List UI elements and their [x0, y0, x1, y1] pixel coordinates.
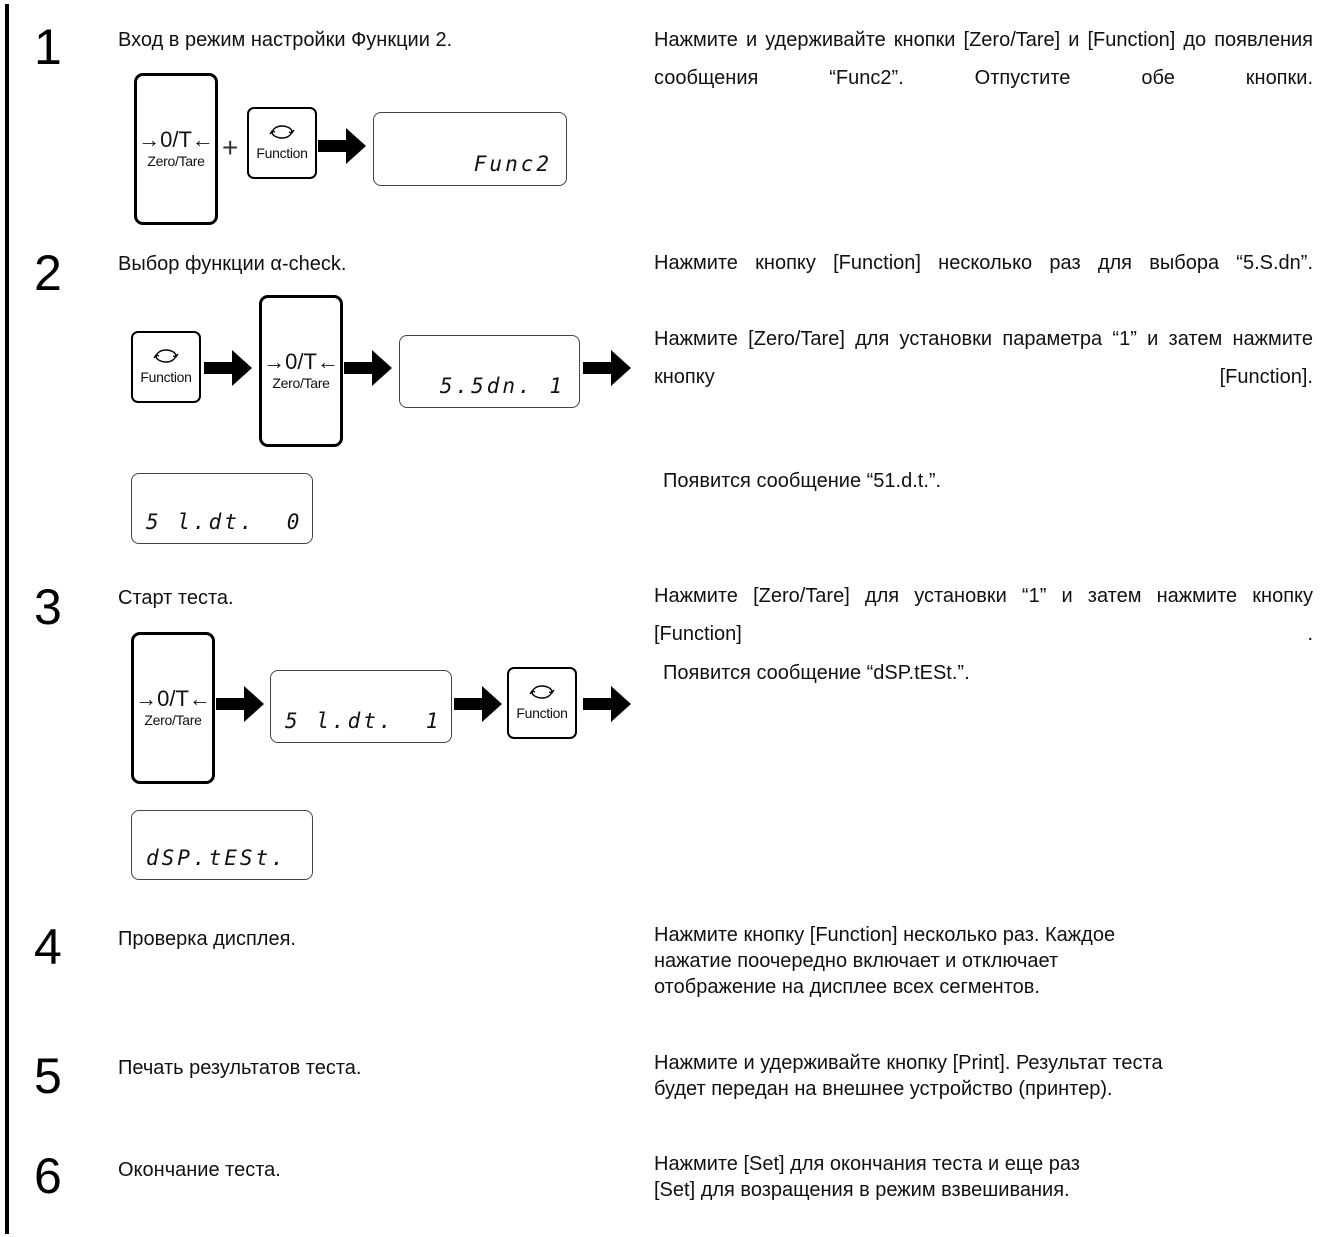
zero-tare-symbol: →0/T←: [138, 127, 214, 152]
zero-tare-label: Zero/Tare: [144, 712, 202, 728]
arrow-right-icon: [204, 350, 252, 386]
step-6-instruction: Нажмите [Set] для окончания теста и еще …: [654, 1153, 1080, 1201]
step-2-instruction-1: Нажмите кнопку [Function] несколько раз …: [654, 252, 1313, 274]
step-6-title: Окончание теста.: [118, 1159, 281, 1181]
arrow-right-icon: [583, 350, 631, 386]
function-key: Function: [507, 667, 577, 739]
cycle-icon: [153, 348, 179, 364]
display-51dt-1: 5 l.dt. 1: [270, 670, 452, 743]
step-1-number: 1: [34, 19, 62, 75]
zero-tare-label: Zero/Tare: [147, 153, 205, 169]
step-2-instruction-2: Нажмите [Zero/Tare] для установки параме…: [654, 328, 1313, 388]
step-2-number: 2: [34, 245, 62, 301]
display-5sdn: 5.5dn. 1: [399, 335, 580, 408]
function-label: Function: [140, 369, 192, 385]
step-3-title: Старт теста.: [118, 587, 234, 609]
display-dsp-test: dSP.tESt.: [131, 810, 313, 880]
function-label: Function: [256, 145, 308, 161]
step-5-title: Печать результатов теста.: [118, 1057, 362, 1079]
display-51dt-0: 5 l.dt. 0: [131, 473, 313, 544]
step-3-instruction-1: Нажмите [Zero/Tare] для установки “1” и …: [654, 585, 1313, 645]
plus-sign: +: [222, 132, 239, 163]
step-4-instruction: Нажмите кнопку [Function] несколько раз.…: [654, 924, 1116, 998]
zero-tare-key: →0/T← Zero/Tare: [134, 73, 218, 225]
step-5-instruction: Нажмите и удерживайте кнопку [Print]. Ре…: [654, 1052, 1163, 1100]
zero-tare-key: →0/T← Zero/Tare: [259, 295, 343, 447]
arrow-right-icon: [216, 686, 264, 722]
cycle-icon: [529, 684, 555, 700]
step-3-instruction-2: Появится сообщение “dSP.tESt.”.: [663, 662, 970, 684]
display-func2: Func2: [373, 112, 567, 186]
function-key: Function: [247, 107, 317, 179]
step-5-number: 5: [34, 1048, 62, 1104]
zero-tare-key: →0/T← Zero/Tare: [131, 632, 215, 784]
step-3-number: 3: [34, 579, 62, 635]
function-key: Function: [131, 331, 201, 403]
arrow-right-icon: [344, 350, 392, 386]
cycle-icon: [269, 124, 295, 140]
zero-tare-symbol: →0/T←: [135, 686, 211, 711]
step-4-number: 4: [34, 919, 62, 975]
step-2-title: Выбор функции α-check.: [118, 253, 347, 275]
function-label: Function: [516, 705, 568, 721]
arrow-right-icon: [318, 128, 366, 164]
left-margin-bar: [5, 4, 9, 1234]
step-4-title: Проверка дисплея.: [118, 928, 296, 950]
arrow-right-icon: [454, 686, 502, 722]
step-6-number: 6: [34, 1148, 62, 1204]
zero-tare-label: Zero/Tare: [272, 375, 330, 391]
step-1-title: Вход в режим настройки Функции 2.: [118, 29, 453, 51]
arrow-right-icon: [583, 686, 631, 722]
zero-tare-symbol: →0/T←: [263, 349, 339, 374]
step-2-instruction-3: Появится сообщение “51.d.t.”.: [663, 470, 942, 492]
step-1-instruction: Нажмите и удерживайте кнопки [Zero/Tare]…: [654, 29, 1313, 89]
